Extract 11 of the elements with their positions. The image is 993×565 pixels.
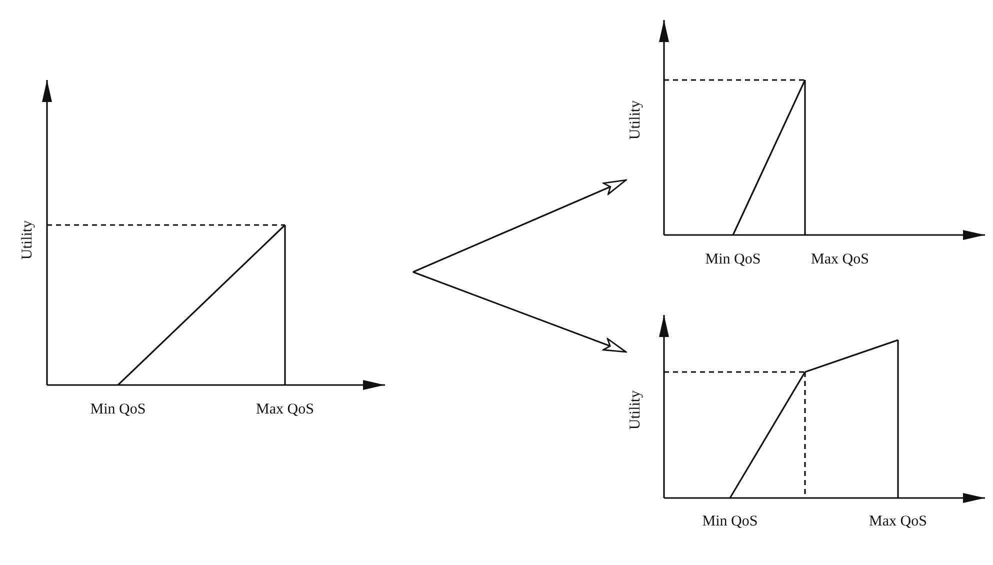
axis-label: Max QoS	[811, 252, 869, 268]
arrow	[412, 179, 627, 273]
axis-label: Max QoS	[256, 402, 314, 418]
axis-label: Min QoS	[702, 514, 758, 530]
axis-label: Min QoS	[705, 252, 761, 268]
axis-label: Utility	[628, 390, 644, 430]
axis-label: Utility	[20, 220, 36, 260]
arrow	[412, 271, 627, 353]
axis-label: Min QoS	[90, 402, 146, 418]
axis-label: Utility	[628, 100, 644, 140]
axis-label: Max QoS	[869, 514, 927, 530]
